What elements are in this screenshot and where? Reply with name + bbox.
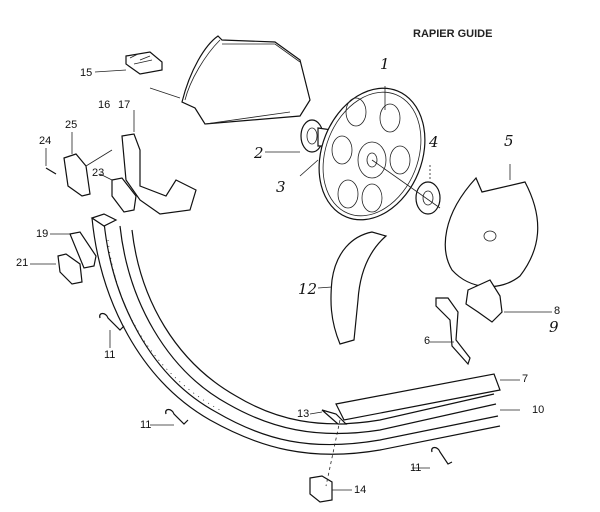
label-part-8: 8 [554,305,561,317]
part-14-block [309,419,352,503]
label-part-3: 3 [276,178,286,196]
part-25-plate [63,132,113,197]
label-part-11-right: 11 [410,462,422,474]
label-part-13: 13 [297,408,310,420]
part-23-plate [99,173,137,213]
part-21-clamp [30,253,83,285]
diagram-title: RAPIER GUIDE [413,28,493,40]
label-part-11-middle: 11 [140,419,152,431]
label-part-11-left: 11 [104,349,116,361]
label-part-24: 24 [39,135,52,147]
label-part-14: 14 [354,484,367,496]
part-12-curved-guide [317,231,388,345]
label-part-7: 7 [522,373,529,385]
label-part-5: 5 [504,132,514,150]
label-part-25: 25 [65,119,78,131]
part-8-bracket [465,279,552,323]
label-part-19: 19 [36,228,49,240]
parts-16-17-bracket [121,110,197,215]
label-part-23: 23 [92,167,105,179]
label-part-2: 2 [254,144,264,162]
label-part-15: 15 [80,67,93,79]
label-part-4: 4 [429,133,439,151]
upper-cover [149,35,311,125]
part-24-pin [45,148,57,175]
part-19-plate [50,231,97,269]
label-part-6: 6 [424,335,431,347]
part-11-clip-right [412,446,453,469]
label-part-1: 1 [380,55,390,73]
label-part-9: 9 [549,318,559,336]
label-part-10: 10 [532,404,545,416]
rapier-guide-track [90,213,520,455]
part-5-cover-disc [444,164,539,288]
part-15-block [94,51,163,75]
part-1-gear-disc [318,86,426,221]
part-6-bracket [430,297,471,366]
label-part-12: 12 [298,280,318,298]
label-part-17: 17 [118,99,131,111]
part-11-clip-left [99,312,125,348]
label-part-16: 16 [98,99,111,111]
part-4-flange [371,159,441,215]
label-part-21: 21 [16,257,29,269]
part-11-clip-middle [150,408,189,426]
